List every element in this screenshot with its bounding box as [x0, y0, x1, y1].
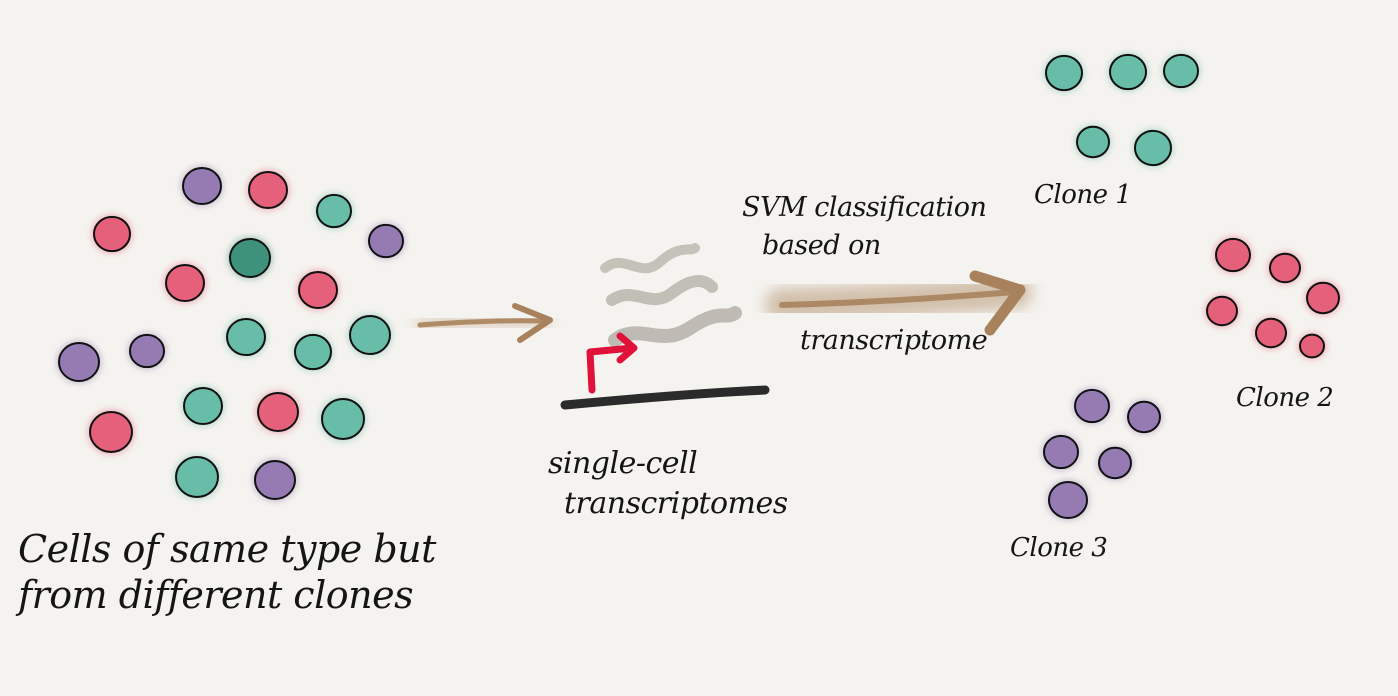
teal-cell	[292, 332, 334, 372]
clone3-cells	[1041, 387, 1163, 521]
purple-cell	[1041, 433, 1081, 471]
transcript-squiggles	[600, 243, 742, 347]
pink-cell	[163, 262, 207, 304]
pink-cell	[1253, 316, 1289, 350]
arrow-caption-top: SVM classification based on	[742, 192, 987, 262]
teal-cell	[1132, 128, 1174, 168]
teal-cell	[173, 454, 221, 500]
teal-cell	[1043, 53, 1085, 93]
teal-cell	[1161, 52, 1201, 90]
arrow-caption-top-line-1: SVM classification	[742, 192, 987, 223]
purple-cell	[127, 332, 167, 370]
pink-cell	[1304, 280, 1342, 316]
pink-cell	[1267, 251, 1303, 285]
classification-arrow	[765, 270, 1032, 336]
middle-caption-line-2: transcriptomes	[564, 485, 788, 521]
teal-cell	[314, 192, 354, 230]
purple-cell	[1096, 445, 1134, 481]
arrow-caption-bottom: transcriptome	[800, 325, 988, 356]
dna-strand	[560, 385, 770, 410]
middle-caption: single-cell transcriptomes	[548, 448, 788, 519]
pink-cell	[296, 269, 340, 311]
teal-cell	[181, 385, 225, 427]
input-arrow	[414, 303, 553, 343]
pink-cell	[246, 169, 290, 211]
purple-cell	[56, 340, 102, 384]
transcription-icon	[560, 243, 770, 410]
purple-cell	[180, 165, 224, 207]
teal-cell	[227, 236, 273, 280]
pink-cell	[1213, 236, 1253, 274]
clone2-label: Clone 2	[1236, 383, 1334, 413]
pink-cell	[87, 409, 135, 455]
purple-cell	[252, 458, 298, 502]
purple-cell	[1072, 387, 1112, 425]
pink-cell	[1204, 294, 1240, 328]
input-caption: Cells of same type but from different cl…	[18, 527, 436, 617]
arrow-caption-top-line-2: based on	[762, 230, 881, 262]
middle-caption-line-1: single-cell	[548, 446, 698, 481]
input-caption-line-1: Cells of same type but	[18, 527, 436, 571]
clone3-label: Clone 3	[1010, 533, 1108, 563]
mixed-cell-population	[56, 165, 406, 502]
input-caption-line-2: from different clones	[18, 572, 414, 617]
pink-cell	[91, 214, 133, 254]
purple-cell	[1046, 479, 1090, 521]
promoter-arrow	[586, 332, 638, 394]
clone2-cells	[1204, 236, 1342, 360]
teal-cell	[1107, 52, 1149, 92]
clone1-label: Clone 1	[1034, 180, 1132, 210]
pink-cell	[255, 390, 301, 434]
teal-cell	[224, 316, 268, 358]
teal-cell	[1074, 124, 1112, 160]
clone1-cells	[1043, 52, 1201, 168]
teal-cell	[347, 313, 393, 357]
pink-cell	[1297, 332, 1327, 360]
purple-cell	[1125, 399, 1163, 435]
purple-cell	[366, 222, 406, 260]
teal-cell	[319, 396, 367, 442]
